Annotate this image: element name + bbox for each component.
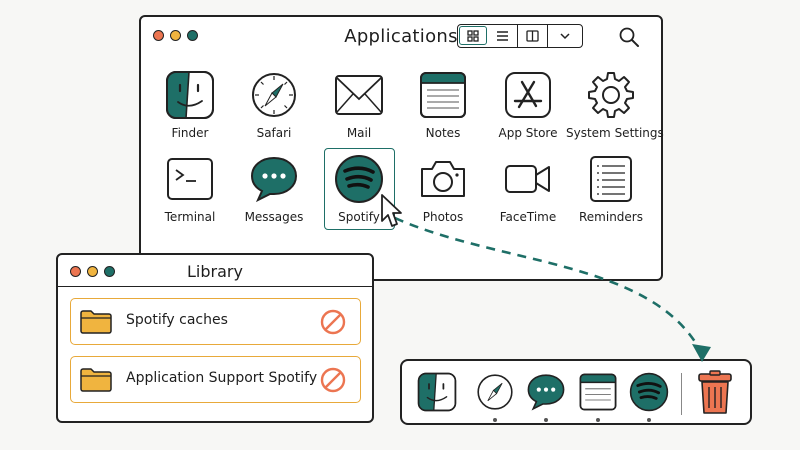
- gear-icon: [588, 72, 634, 118]
- grid-view-button[interactable]: [459, 26, 487, 45]
- prohibited-icon[interactable]: [320, 309, 346, 335]
- app-label: Safari: [256, 126, 292, 140]
- camera-icon: [421, 161, 465, 197]
- messages-icon[interactable]: [526, 372, 566, 412]
- window-title: Library: [187, 262, 243, 281]
- app-finder[interactable]: Finder: [145, 70, 235, 140]
- prohibited-icon[interactable]: [320, 367, 346, 393]
- column-view-icon: [526, 30, 539, 42]
- view-options-dropdown[interactable]: [548, 25, 582, 47]
- reminders-icon: [590, 156, 632, 202]
- app-label: Terminal: [164, 210, 216, 224]
- zoom-window-button[interactable]: [187, 30, 198, 41]
- app-spotify[interactable]: Spotify: [314, 154, 404, 224]
- running-indicator: [596, 418, 600, 422]
- search-icon[interactable]: [618, 26, 640, 48]
- notes-icon: [420, 72, 466, 118]
- notes-icon[interactable]: [578, 372, 618, 412]
- mail-icon: [335, 75, 383, 115]
- view-switcher: [457, 24, 583, 48]
- app-messages[interactable]: Messages: [229, 154, 319, 224]
- video-camera-icon: [505, 165, 550, 193]
- app-reminders[interactable]: Reminders: [566, 154, 656, 224]
- messages-icon: [250, 156, 298, 203]
- finder-icon: [166, 71, 214, 119]
- app-label: Mail: [346, 126, 372, 140]
- app-label: Messages: [244, 210, 304, 224]
- app-label: Photos: [422, 210, 464, 224]
- spotify-icon[interactable]: [629, 372, 669, 412]
- app-facetime[interactable]: FaceTime: [483, 154, 573, 224]
- applications-window: Applications Finder: [139, 15, 664, 281]
- terminal-icon: [167, 158, 213, 200]
- app-system-settings[interactable]: System Settings: [566, 70, 664, 140]
- app-label: FaceTime: [499, 210, 557, 224]
- app-safari[interactable]: Safari: [229, 70, 319, 140]
- list-view-icon: [497, 31, 508, 41]
- folder-icon: [80, 310, 112, 334]
- app-terminal[interactable]: Terminal: [145, 154, 235, 224]
- header-divider: [58, 286, 372, 287]
- close-window-button[interactable]: [70, 266, 81, 277]
- app-label: Notes: [425, 126, 461, 140]
- app-label: System Settings: [566, 126, 664, 140]
- library-window: Library Spotify caches Application Suppo…: [56, 253, 374, 423]
- grid-view-icon: [467, 29, 479, 42]
- finder-icon[interactable]: [417, 372, 457, 412]
- running-indicator: [493, 418, 497, 422]
- selected-app-highlight: [324, 148, 395, 230]
- library-item-label: Spotify caches: [126, 312, 228, 328]
- app-label: Finder: [171, 126, 209, 140]
- trash-icon[interactable]: [695, 370, 735, 416]
- running-indicator: [544, 418, 548, 422]
- chevron-down-icon: [560, 33, 570, 40]
- window-controls: [70, 266, 115, 277]
- library-item-label: Application Support Spotify: [126, 370, 318, 386]
- app-mail[interactable]: Mail: [314, 70, 404, 140]
- safari-icon: [252, 73, 296, 117]
- library-item-application-support[interactable]: Application Support Spotify: [70, 356, 361, 403]
- window-controls: [153, 30, 198, 41]
- app-app-store[interactable]: App Store: [483, 70, 573, 140]
- app-label: App Store: [498, 126, 558, 140]
- running-indicator: [647, 418, 651, 422]
- column-view-button[interactable]: [518, 25, 548, 47]
- close-window-button[interactable]: [153, 30, 164, 41]
- app-store-icon: [505, 72, 551, 118]
- minimize-window-button[interactable]: [170, 30, 181, 41]
- folder-icon: [80, 368, 112, 392]
- safari-icon[interactable]: [475, 372, 515, 412]
- library-item-spotify-caches[interactable]: Spotify caches: [70, 298, 361, 345]
- minimize-window-button[interactable]: [87, 266, 98, 277]
- list-view-button[interactable]: [488, 25, 518, 47]
- dock-separator: [681, 373, 682, 415]
- dock: [400, 359, 752, 425]
- zoom-window-button[interactable]: [104, 266, 115, 277]
- app-label: Spotify: [338, 210, 380, 224]
- app-notes[interactable]: Notes: [398, 70, 488, 140]
- app-label: Reminders: [579, 210, 643, 224]
- spotify-icon: [335, 155, 383, 203]
- window-title: Applications: [344, 26, 458, 47]
- app-photos[interactable]: Photos: [398, 154, 488, 224]
